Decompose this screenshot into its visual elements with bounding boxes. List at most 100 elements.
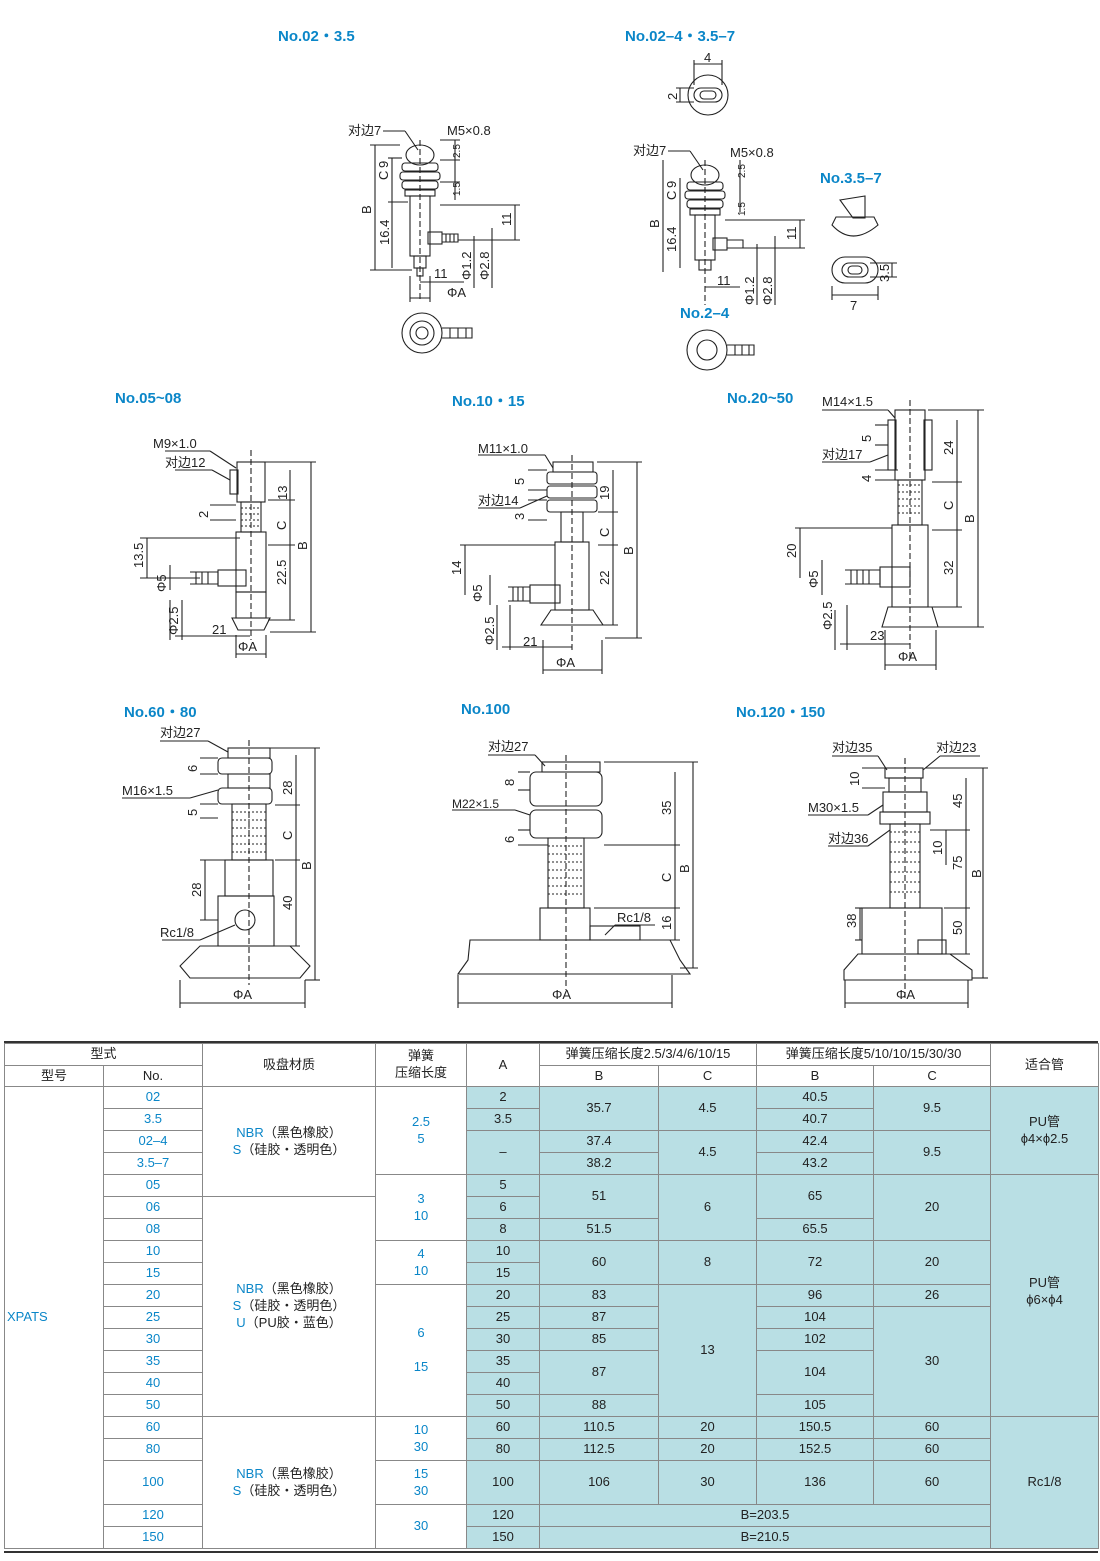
a-cell: 20 [466,1284,541,1307]
d10-b-label: B [969,869,984,878]
d1-phi12-label: Φ1.2 [459,252,474,280]
mat3-d: （硅胶・透明色） [241,1482,346,1498]
c1-cell: 13 [658,1284,758,1417]
d5-135-label: 13.5 [131,543,146,568]
d7-thread-label: M14×1.5 [822,394,873,409]
mat1-d: （硅胶・透明色） [241,1141,346,1157]
d8-40-label: 40 [280,896,295,910]
title-02-35: No.02・3.5 [278,28,355,45]
d7-5-label: 5 [859,435,874,442]
d8-28a-label: 28 [280,781,295,795]
no-cell: 150 [102,1526,204,1549]
a-cell: 25 [466,1306,541,1329]
d1-phia-label: ΦA [447,285,466,300]
d6-19-label: 19 [597,486,612,500]
no-cell: 10 [102,1240,204,1263]
b2-cell: 102 [756,1328,875,1351]
no-cell: 3.5 [102,1108,204,1131]
b2-cell: 40.5 [756,1086,875,1109]
spring-cell-6: 15 30 [375,1460,468,1505]
spec-table: 型式 吸盘材质 弹簧 压缩长度 A 弹簧压缩长度2.5/3/4/6/10/15 … [3,1043,1100,1549]
b1-cell: 112.5 [539,1438,660,1461]
d6-phia-label: ΦA [556,655,575,670]
d6-b-label: B [621,546,636,555]
d2-phi28-label: Φ2.8 [760,277,775,305]
b2-cell: 40.7 [756,1108,875,1131]
d10-thread-label: M30×1.5 [808,800,859,815]
b2-cell: 104 [756,1350,875,1395]
b1-cell: 88 [539,1394,660,1417]
title-35-7: No.3.5–7 [820,170,882,187]
d5-b-label: B [295,541,310,550]
d2-25-label: 2.5 [737,164,748,178]
d3-35-label: 3.5 [877,264,892,282]
b1-cell: 60 [539,1240,660,1285]
d1-164-label: 16.4 [377,220,392,245]
b1-cell: 87 [539,1306,660,1329]
header-group1: 弹簧压缩长度2.5/3/4/6/10/15 [539,1043,758,1066]
d6-5-label: 5 [512,478,527,485]
b2-cell: 104 [756,1306,875,1329]
title-10-15: No.10・15 [452,393,525,410]
drawing-120-150 [808,755,988,1008]
drawing-02-4-side [662,150,805,305]
d1-11a-label: 11 [499,213,514,227]
d8-28b-label: 28 [189,883,204,897]
no-cell: 100 [102,1460,204,1505]
b-150-cell: B=210.5 [539,1526,992,1549]
header-b2: B [756,1065,875,1087]
b1-cell: 35.7 [539,1086,660,1131]
d6-3-label: 3 [512,513,527,520]
d2-164-label: 16.4 [664,227,679,252]
mat1-a: NBR [236,1124,264,1140]
no-cell: 02–4 [102,1130,204,1153]
d7-b-label: B [962,514,977,523]
d6-22-label: 22 [597,571,612,585]
b1-cell: 110.5 [539,1416,660,1439]
d5-hex-label: 对边12 [165,455,205,470]
d5-13-label: 13 [275,486,290,500]
d9-6-label: 6 [502,836,517,843]
b2-cell: 152.5 [756,1438,875,1461]
a-cell: 8 [466,1218,541,1241]
d5-phia-label: ΦA [238,639,257,654]
spring-cell-3: 4 10 [375,1240,468,1285]
technical-drawings: 对边7 M5×0.8 2.5 C 9 1.5 B 16.4 11 11 Φ1.2… [122,50,988,1008]
b-120-cell: B=203.5 [539,1504,992,1527]
d10-75-label: 75 [950,856,965,870]
d2-b-label: B [647,219,662,228]
no-cell: 3.5–7 [102,1152,204,1175]
d8-c-label: C [280,831,295,840]
d9-c-label: C [659,873,674,882]
no-cell: 25 [102,1306,204,1329]
b1-cell: 51 [539,1174,660,1219]
no-cell: 05 [102,1174,204,1197]
d5-thread-label: M9×1.0 [153,436,197,451]
no-cell: 20 [102,1284,204,1307]
spring-cell-5: 10 30 [375,1416,468,1461]
d1-b-label: B [359,205,374,214]
d8-5-label: 5 [185,809,200,816]
d7-24-label: 24 [941,441,956,455]
d7-4-label: 4 [859,475,874,482]
a-cell: 100 [466,1460,541,1505]
d7-phi5-label: Φ5 [806,570,821,588]
header-no: No. [102,1065,204,1087]
b2-cell: 150.5 [756,1416,875,1439]
d5-c-label: C [274,521,289,530]
a-cell: 5 [466,1174,541,1197]
d1-11b-label: 11 [434,266,448,281]
d2-4-label: 4 [704,50,711,65]
no-cell: 35 [102,1350,204,1373]
c1-cell: 20 [658,1416,758,1439]
d7-23-label: 23 [870,628,884,643]
b1-cell: 87 [539,1350,660,1395]
b1-cell: 37.4 [539,1130,660,1153]
d1-9-label: 9 [376,161,391,168]
c1-cell: 8 [658,1240,758,1285]
no-cell: 30 [102,1328,204,1351]
a-cell: 35 [466,1350,541,1373]
drawing-2-4 [686,329,755,371]
b1-cell: 83 [539,1284,660,1307]
b2-cell: 42.4 [756,1130,875,1153]
